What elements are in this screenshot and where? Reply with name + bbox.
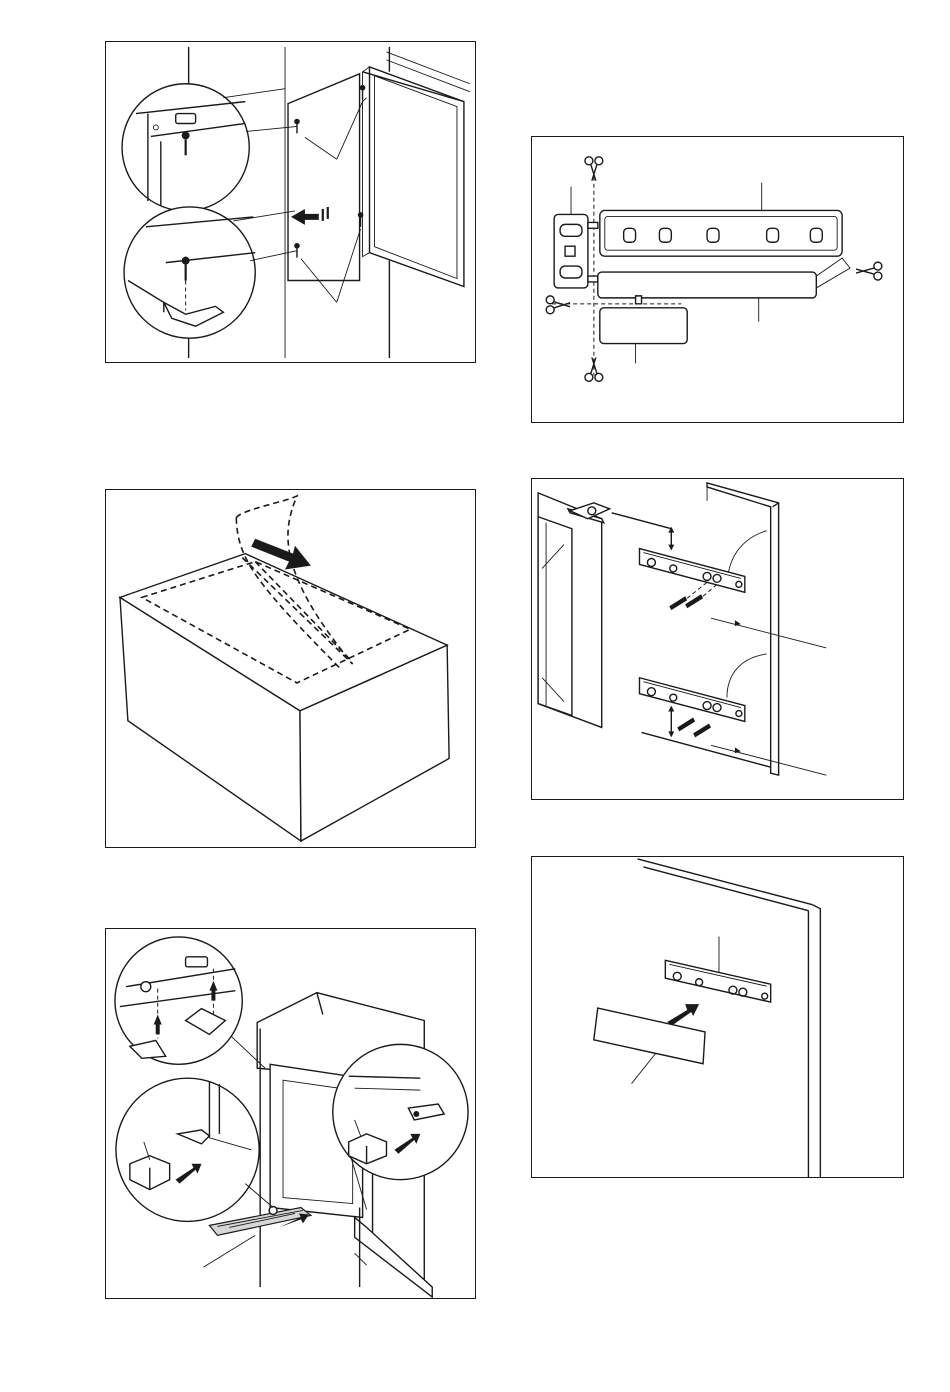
- figure-clamp-and-cover: [105, 928, 476, 1299]
- bracket-fixing-illustration: [532, 479, 903, 799]
- screw-icon: [669, 594, 711, 737]
- magnifier-callout-icon: [115, 937, 265, 1068]
- magnifier-callout-icon: [124, 207, 297, 338]
- screw-icon: [294, 85, 365, 258]
- figure-door-hinge-screws: [105, 41, 476, 363]
- figure-bracket-fixing: [531, 478, 904, 800]
- magnifier-callout-icon: [122, 84, 297, 211]
- door-clamp-illustration: [106, 929, 475, 1298]
- bracket-cover-illustration: [532, 857, 903, 1177]
- cabinet-sealing-illustration: [106, 490, 475, 847]
- arrow-icon: [667, 1004, 699, 1026]
- figure-template-cutting: [531, 136, 904, 423]
- arrow-icon: [291, 207, 328, 225]
- door-hinge-illustration: [106, 42, 475, 362]
- cutting-template-illustration: [532, 137, 903, 422]
- figure-bracket-cover: [531, 856, 904, 1178]
- figure-sealing-strip-removal: [105, 489, 476, 848]
- scissors-icon: [856, 262, 882, 280]
- scissors-icon: [546, 296, 570, 314]
- magnifier-callout-icon: [116, 1078, 273, 1221]
